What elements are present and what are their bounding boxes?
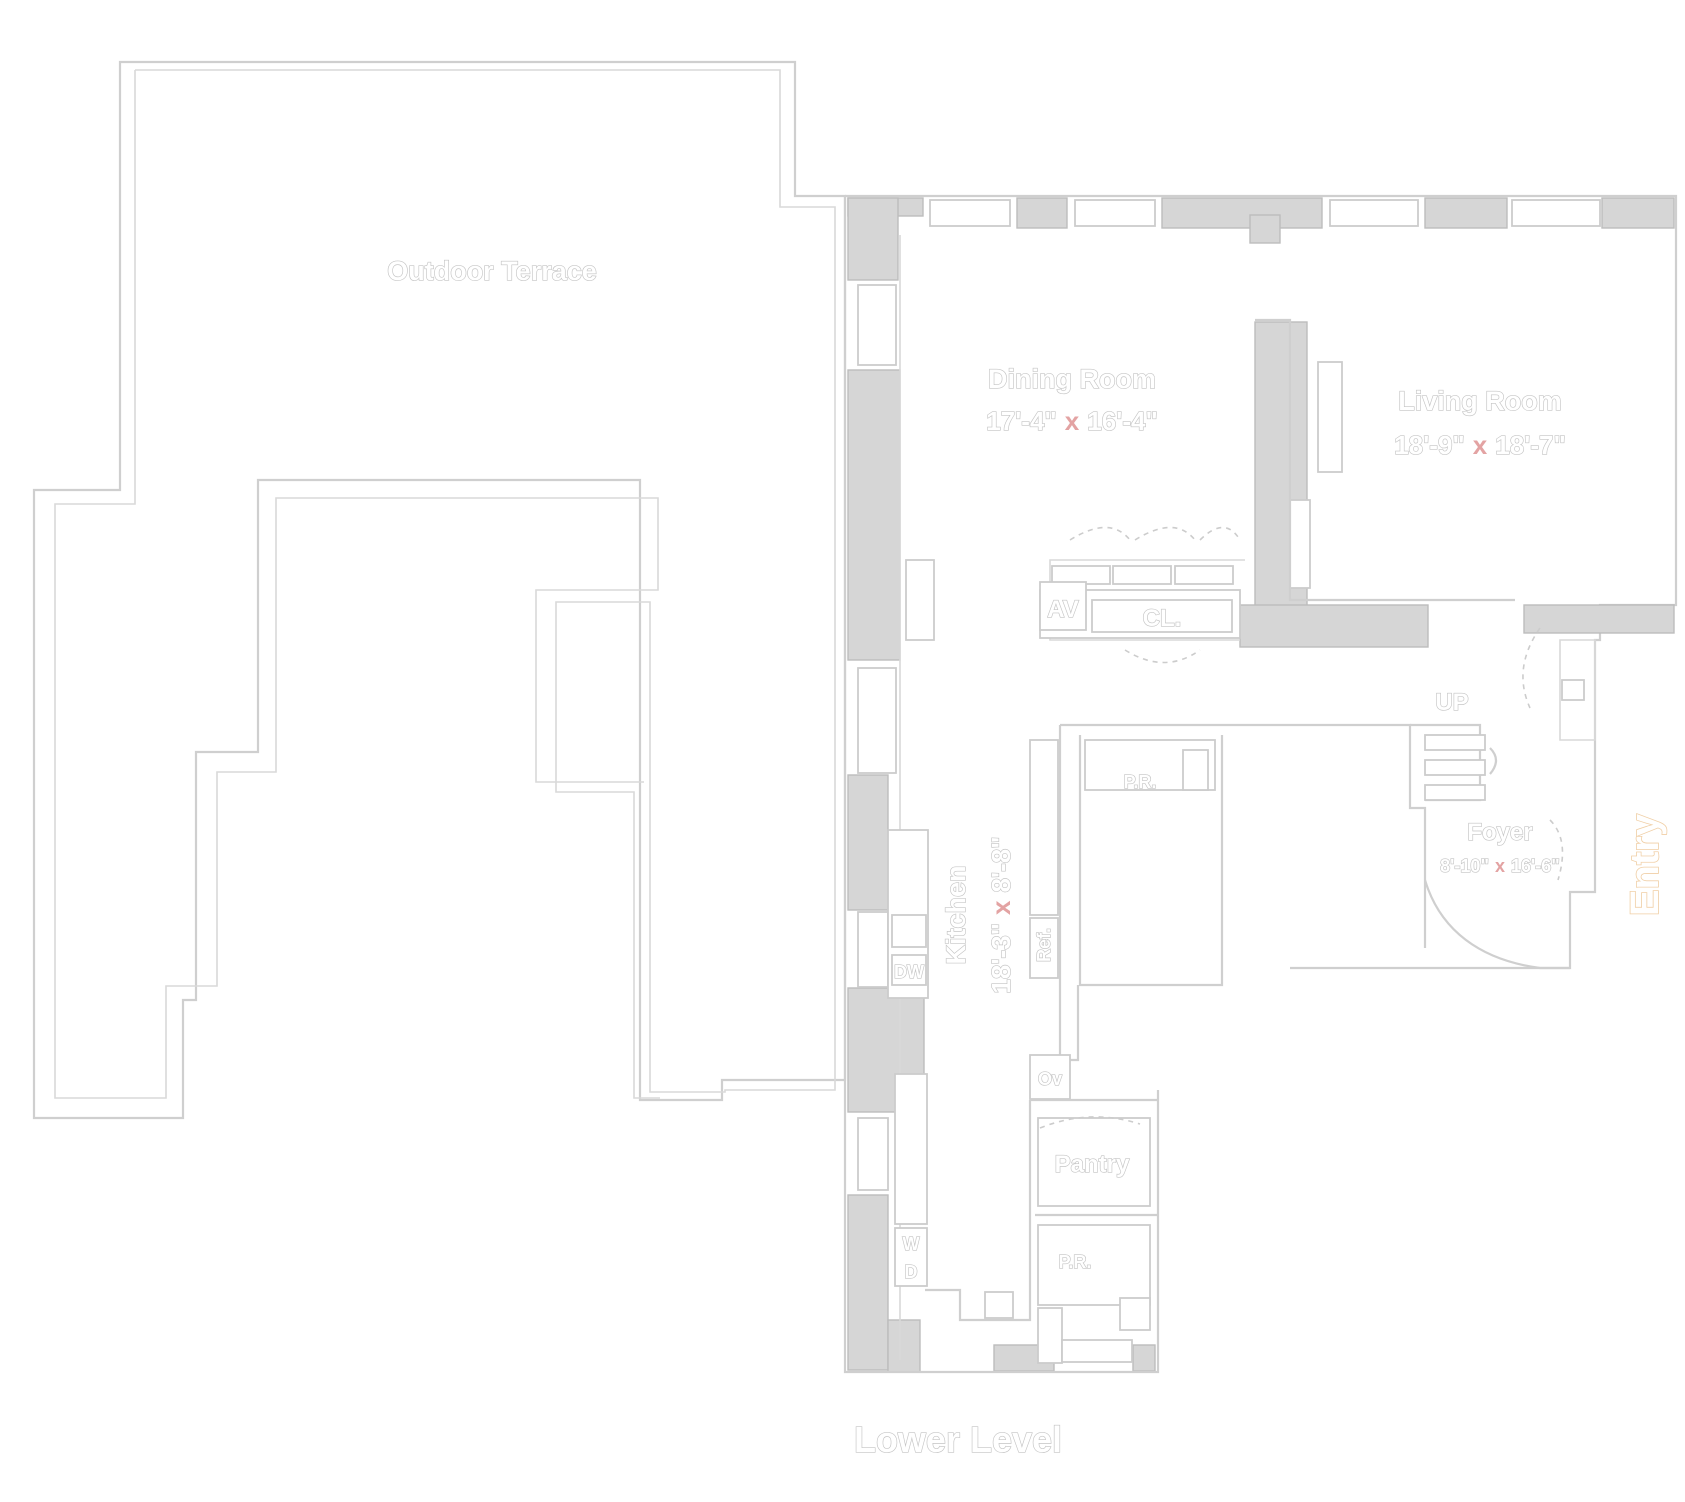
powder-room-lower-label: P.R.	[1059, 1252, 1092, 1272]
foyer-times-sign: x	[1495, 856, 1505, 876]
dishwasher-label: DW	[894, 962, 924, 982]
kitchen-dimensions: 18'-3" x 8'-8"	[986, 836, 1016, 993]
fixture-labels: AV CL. UP P.R. Ref. DW Ov W D P.R.	[893, 595, 1469, 1282]
living-times-sign: x	[1473, 430, 1488, 460]
outdoor-terrace-label: Outdoor Terrace	[387, 256, 597, 286]
foyer-label: Foyer	[1467, 819, 1532, 846]
interior-walls	[887, 318, 1675, 1364]
washer-label: W	[903, 1234, 920, 1254]
foyer-stairs	[1410, 627, 1596, 970]
pantry-label: Pantry	[1055, 1151, 1130, 1178]
dining-room-width: 17'-4"	[986, 406, 1057, 436]
foyer-length: 16'-6"	[1511, 856, 1560, 876]
oven-label: Ov	[1038, 1069, 1062, 1089]
living-room-width: 18'-9"	[1394, 430, 1465, 460]
living-room-label: Living Room	[1398, 386, 1562, 416]
foyer-width: 8'-10"	[1440, 856, 1489, 876]
up-label: UP	[1435, 689, 1468, 716]
kitchen-times-sign: x	[986, 900, 1016, 915]
kitchen-length: 8'-8"	[986, 836, 1016, 892]
terrace-outline	[32, 60, 847, 1120]
level-title: Lower Level	[854, 1419, 1062, 1460]
entry-label: Entry	[1623, 813, 1667, 916]
dryer-label: D	[905, 1262, 918, 1282]
living-room-length: 18'-7"	[1495, 430, 1566, 460]
closet-label: CL.	[1143, 605, 1182, 632]
kitchen-width: 18'-3"	[986, 923, 1016, 994]
powder-room-upper-label: P.R.	[1124, 772, 1157, 792]
apartment-walls	[843, 194, 1678, 1374]
dining-room-length: 16'-4"	[1087, 406, 1158, 436]
dining-times-sign: x	[1065, 406, 1080, 436]
dining-room-label: Dining Room	[988, 364, 1156, 394]
door-swings	[1039, 526, 1241, 1129]
av-label: AV	[1047, 596, 1079, 623]
kitchen-label: Kitchen	[941, 865, 971, 964]
refrigerator-label: Ref.	[1034, 928, 1054, 962]
foyer-dimensions: 8'-10" x 16'-6"	[1440, 856, 1560, 876]
